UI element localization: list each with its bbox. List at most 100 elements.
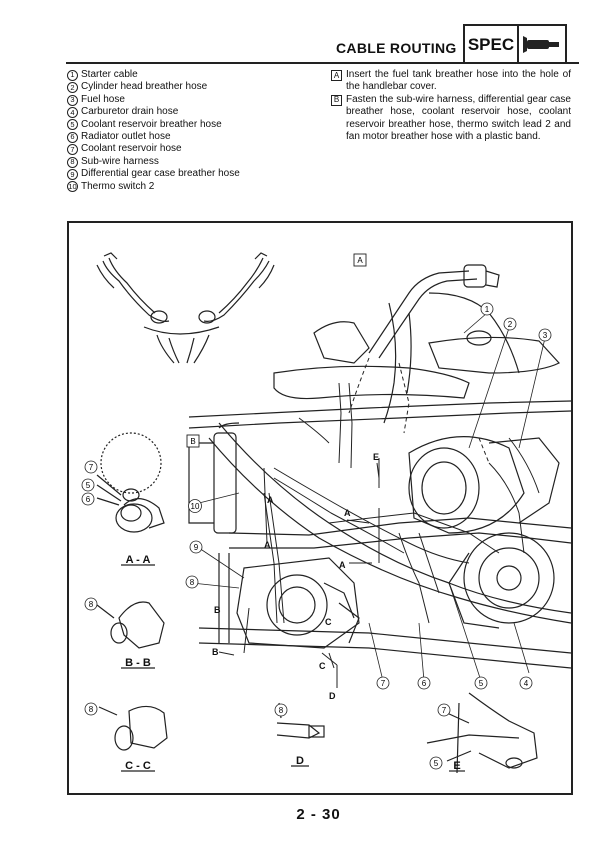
header-rule xyxy=(66,62,579,64)
cable-routing-diagram: A B A A A A B B C C D E A - A B - B C - … xyxy=(67,221,573,795)
differential-unit xyxy=(218,553,360,649)
legend-label: Fuel hose xyxy=(81,93,125,105)
callout: 1 xyxy=(480,302,494,316)
inset-c-c xyxy=(98,705,168,772)
section-letter: C xyxy=(325,617,332,627)
box-labels: A B xyxy=(186,253,367,448)
legend-number: 5 xyxy=(67,119,78,131)
page-number-text: 2 - 30 xyxy=(296,806,341,823)
callout: 9 xyxy=(189,540,203,554)
callout-number: 10 xyxy=(191,502,200,511)
callout: 2 xyxy=(503,317,517,331)
box-letter-b: B xyxy=(190,437,195,446)
section-letter: A xyxy=(344,508,351,518)
note-text: Fasten the sub-wire harness, differentia… xyxy=(346,93,571,143)
section-letter: C xyxy=(319,661,326,671)
wrench-icon xyxy=(523,36,559,53)
note-letter: B xyxy=(331,94,342,106)
callout-number: 5 xyxy=(479,679,484,688)
chassis-outline xyxy=(188,400,571,669)
inset-e xyxy=(426,692,538,774)
callout-number: 2 xyxy=(508,320,513,329)
legend-label: Radiator outlet hose xyxy=(81,131,171,143)
callout-number: 4 xyxy=(524,679,529,688)
legend-number: 4 xyxy=(67,106,78,118)
section-letter: A xyxy=(264,540,271,550)
legend-label: Coolant reservoir hose xyxy=(81,143,182,155)
legend-number: 7 xyxy=(67,144,78,156)
inset-a-a xyxy=(96,432,165,566)
callout-number: 8 xyxy=(89,600,94,609)
legend-label: Differential gear case breather hose xyxy=(81,168,240,180)
view-label-b-b: B - B xyxy=(125,657,151,669)
section-letter: A xyxy=(267,495,274,505)
callout: 5 xyxy=(474,676,488,690)
legend-number: 3 xyxy=(67,94,78,106)
callout: 6 xyxy=(417,676,431,690)
view-label-e: E xyxy=(453,760,460,772)
section-letters: A A A A B B C C D E xyxy=(212,452,379,701)
callout: 4 xyxy=(519,676,533,690)
callout-number: 7 xyxy=(381,679,386,688)
callout-number: 5 xyxy=(86,481,91,490)
callout-number: 6 xyxy=(422,679,427,688)
radiator xyxy=(188,422,240,534)
view-label-d: D xyxy=(296,755,304,767)
fuel-tank xyxy=(273,321,560,400)
legend-number: 2 xyxy=(67,82,78,94)
note-text: Insert the fuel tank breather hose into … xyxy=(346,69,571,93)
callout-number: 5 xyxy=(434,759,439,768)
legend-label: Starter cable xyxy=(81,69,138,80)
spec-tool-icon-box xyxy=(519,24,567,64)
hose-routes xyxy=(263,382,540,624)
callout-number: 6 xyxy=(86,495,91,504)
note-letter: A xyxy=(331,70,342,81)
legend-number: 6 xyxy=(67,131,78,143)
routing-illustration: A B A A A A B B C C D E A - A B - B C - … xyxy=(81,252,571,774)
spec-tab: SPEC xyxy=(463,24,519,64)
callout: 7 xyxy=(84,460,98,474)
callout-number: 3 xyxy=(543,331,548,340)
callout: 8 xyxy=(84,702,98,716)
callout: 6 xyxy=(81,492,95,506)
note-item: A Insert the fuel tank breather hose into… xyxy=(331,69,571,94)
inset-b-b xyxy=(96,601,165,669)
callout: 5 xyxy=(81,478,95,492)
legend-number: 1 xyxy=(67,69,78,81)
legend-label: Cylinder head breather hose xyxy=(81,81,208,93)
legend-label: Coolant reservoir breather hose xyxy=(81,118,222,130)
note-item: B Fasten the sub-wire harness, differenti… xyxy=(331,94,571,144)
routing-notes: A Insert the fuel tank breather hose into… xyxy=(331,69,571,143)
callout: 5 xyxy=(429,756,443,770)
view-label-c-c: C - C xyxy=(125,760,151,772)
section-letter: B xyxy=(212,647,219,657)
engine xyxy=(408,436,560,629)
section-letter: E xyxy=(373,452,379,462)
callout: 7 xyxy=(437,703,451,717)
section-letter: B xyxy=(214,605,221,615)
callout-number: 1 xyxy=(485,305,490,314)
callout-number: 7 xyxy=(442,706,447,715)
callout: 8 xyxy=(185,575,199,589)
callout-number: 8 xyxy=(89,705,94,714)
callout: 8 xyxy=(84,597,98,611)
box-letter-a: A xyxy=(357,256,363,265)
handlebar-top-view xyxy=(96,252,275,364)
section-title: CABLE ROUTING xyxy=(336,40,457,56)
hidden-routes xyxy=(348,357,490,464)
legend-label: Sub-wire harness xyxy=(81,155,159,167)
legend-number: 10 xyxy=(67,181,78,193)
view-labels: A - A B - B C - C D E xyxy=(125,554,461,772)
handlebar-main xyxy=(368,264,520,424)
legend-number: 8 xyxy=(67,156,78,168)
callout-number: 9 xyxy=(194,543,199,552)
page-number: 2 - 30 xyxy=(0,806,599,823)
callout-number: 7 xyxy=(89,463,94,472)
